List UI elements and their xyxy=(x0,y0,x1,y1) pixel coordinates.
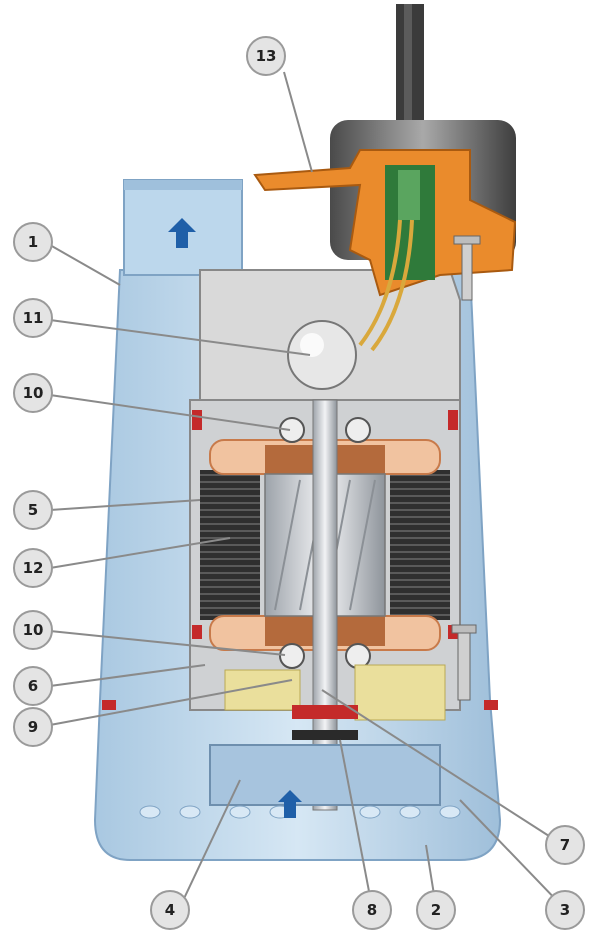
callout-13: 13 xyxy=(246,36,286,76)
flow-arrow-up-icon xyxy=(168,218,196,248)
callout-11: 11 xyxy=(13,298,53,338)
svg-text:8: 8 xyxy=(367,901,377,919)
callout-8: 8 xyxy=(352,890,392,930)
svg-text:12: 12 xyxy=(23,559,44,577)
callout-9: 9 xyxy=(13,707,53,747)
svg-text:2: 2 xyxy=(431,901,441,919)
svg-text:4: 4 xyxy=(165,901,175,919)
callout-7: 7 xyxy=(545,825,585,865)
callout-2: 2 xyxy=(416,890,456,930)
bearing-upper xyxy=(279,417,371,443)
svg-text:10: 10 xyxy=(23,621,44,639)
callout-3: 3 xyxy=(545,890,585,930)
motor-shaft xyxy=(312,399,338,811)
callout-5: 5 xyxy=(13,490,53,530)
mechanical-seal xyxy=(292,705,358,719)
svg-text:3: 3 xyxy=(560,901,570,919)
svg-text:7: 7 xyxy=(560,836,570,854)
suction-arrow-icon xyxy=(278,790,302,818)
callout-1: 1 xyxy=(13,222,53,262)
svg-text:1: 1 xyxy=(28,233,38,251)
callout-10-lower: 10 xyxy=(13,610,53,650)
bearing-lower xyxy=(279,643,371,669)
svg-text:5: 5 xyxy=(28,501,38,519)
svg-text:11: 11 xyxy=(23,309,44,327)
impeller xyxy=(209,744,441,806)
callout-12: 12 xyxy=(13,548,53,588)
callout-6: 6 xyxy=(13,666,53,706)
svg-text:10: 10 xyxy=(23,384,44,402)
stator xyxy=(200,470,260,620)
svg-text:13: 13 xyxy=(256,47,277,65)
svg-text:6: 6 xyxy=(28,677,38,695)
svg-text:9: 9 xyxy=(28,718,38,736)
callout-10-upper: 10 xyxy=(13,373,53,413)
callout-4: 4 xyxy=(150,890,190,930)
